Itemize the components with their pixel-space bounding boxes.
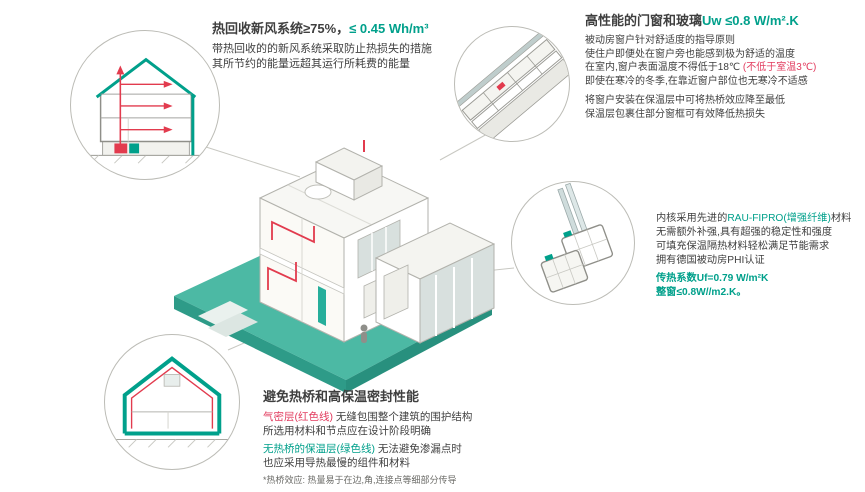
window-line-4: 即使在寒冷的冬季,在靠近窗户部位也无寒冷不适感	[585, 75, 808, 87]
hrv-title-dark: 热回收新风系统≥75%，	[212, 21, 350, 36]
window-corner-detail-icon	[455, 31, 569, 141]
hrv-house-section-icon	[84, 57, 206, 164]
thermal-callout-circle	[104, 334, 240, 470]
hrv-text-block: 热回收新风系统≥75%，≤ 0.45 Wh/m³ 带热回收的的新风系统采取防止热…	[212, 20, 432, 72]
profile-line-5: 传热系数Uf=0.79 W/m²K	[656, 273, 769, 284]
thermal-line-1-red: 气密层(红色线)	[263, 411, 333, 423]
window-line-3-red: (不低于室温3℃)	[742, 62, 817, 73]
profile-line-4: 拥有德国被动房PHI认证	[656, 255, 765, 266]
thermal-line-1: 气密层(红色线) 无缝包围整个建筑的围护结构	[263, 410, 472, 424]
heat-exchanger-icon	[129, 143, 140, 154]
airflow-arrow-icon	[116, 65, 125, 75]
window-title-green: Uw ≤0.8 W/m².K	[702, 13, 799, 28]
roof-insulation-icon	[95, 57, 197, 99]
profile-line-1-a: 内核采用先进的	[656, 213, 728, 224]
thermal-line-1-text: 无缝包围整个建筑的围护结构	[333, 411, 473, 423]
window-line-2: 使住户即便处在窗户旁也能感到极为舒适的温度	[585, 48, 795, 60]
window-title: 高性能的门窗和玻璃Uw ≤0.8 W/m².K	[585, 12, 816, 29]
frame-detail-marker-icon	[496, 81, 506, 91]
profile-text-block: 内核采用先进的RAU-FIPRO(增强纤维)材料 无需额外补强,具有超强的稳定性…	[656, 212, 851, 300]
window-line-5: 将窗户安装在保温层中可将热桥效应降至最低	[585, 95, 785, 106]
airflow-arrow-icon	[163, 80, 173, 88]
penthouse-icon	[314, 140, 384, 201]
hrv-title: 热回收新风系统≥75%，≤ 0.45 Wh/m³	[212, 20, 432, 37]
bathtub-icon	[304, 184, 332, 200]
thermal-title: 避免热桥和高保温密封性能	[263, 389, 420, 404]
window-line-1: 被动房窗户针对舒适度的指导原则	[585, 35, 735, 46]
gasket-icon	[563, 230, 573, 238]
hrv-unit-icon	[114, 143, 128, 154]
thermal-line-3-text: 无法避免渗漏点时	[375, 443, 462, 455]
thermal-line-3: 无热桥的保温层(绿色线) 无法避免渗漏点时	[263, 442, 472, 456]
thermal-house-section-icon	[112, 356, 232, 448]
profile-line-2: 无需额外补强,具有超强的稳定性和强度	[656, 227, 833, 238]
window-line-3-text: 在室内,窗户表面温度不得低于18℃	[585, 62, 743, 73]
thermal-line-4: 也应采用导热最慢的组件和材料	[263, 457, 410, 469]
hrv-title-green: ≤ 0.45 Wh/m³	[349, 21, 429, 36]
window-callout-circle	[454, 26, 570, 142]
entry-door-icon	[383, 264, 409, 320]
gable-window-icon	[163, 374, 181, 387]
hrv-callout-circle	[70, 30, 220, 180]
window-title-dark: 高性能的门窗和玻璃	[585, 13, 703, 28]
profile-line-6: 整窗≤0.8W//m2.K。	[656, 287, 747, 298]
airtight-line-icon	[130, 366, 214, 429]
house-isometric-icon	[174, 140, 496, 393]
airflow-arrow-icon	[163, 102, 173, 110]
thermal-footnote: *热桥效应: 热量易于在边,角,连接点等细部分传导	[263, 475, 457, 485]
window-line-6: 保温层包裹住部分窗框可有效降低热损失	[585, 108, 765, 120]
profile-callout-circle	[511, 181, 635, 305]
glass-wing-icon	[374, 222, 496, 344]
ventilation-duct-icon	[267, 262, 297, 290]
insulation-line-icon	[122, 356, 222, 434]
stair-accent-icon	[318, 286, 326, 326]
thermal-line-3-green: 无热桥的保温层(绿色线)	[263, 443, 375, 455]
thermal-text-block: 避免热桥和高保温密封性能 气密层(红色线) 无缝包围整个建筑的围护结构 所选用材…	[263, 388, 472, 486]
profile-line-1-b: 材料	[830, 213, 852, 224]
central-house-illustration	[168, 90, 498, 395]
window-text-block: 高性能的门窗和玻璃Uw ≤0.8 W/m².K 被动房窗户针对舒适度的指导原则 …	[585, 12, 816, 121]
profile-line-1-green: RAU-FIPRO(增强纤维)	[727, 213, 831, 224]
airflow-arrow-icon	[163, 126, 173, 134]
ventilation-duct-icon	[271, 220, 315, 244]
gasket-icon	[544, 253, 554, 262]
person-figure-icon	[360, 324, 368, 343]
hrv-line-1: 带热回收的的新风系统采取防止热损失的措施	[212, 43, 432, 55]
thermal-line-2: 所选用材料和节点应在设计阶段明确	[263, 425, 431, 437]
window-line-3: 在室内,窗户表面温度不得低于18℃ (不低于室温3℃)	[585, 61, 816, 75]
hrv-line-2: 其所节约的能量远超其运行所耗费的能量	[212, 58, 410, 70]
window-profile-icon	[540, 182, 614, 293]
profile-line-3: 可填充保温隔热材料轻松满足节能需求	[656, 241, 830, 252]
profile-line-1: 内核采用先进的RAU-FIPRO(增强纤维)材料	[656, 212, 851, 226]
main-house-block-icon	[258, 157, 430, 343]
